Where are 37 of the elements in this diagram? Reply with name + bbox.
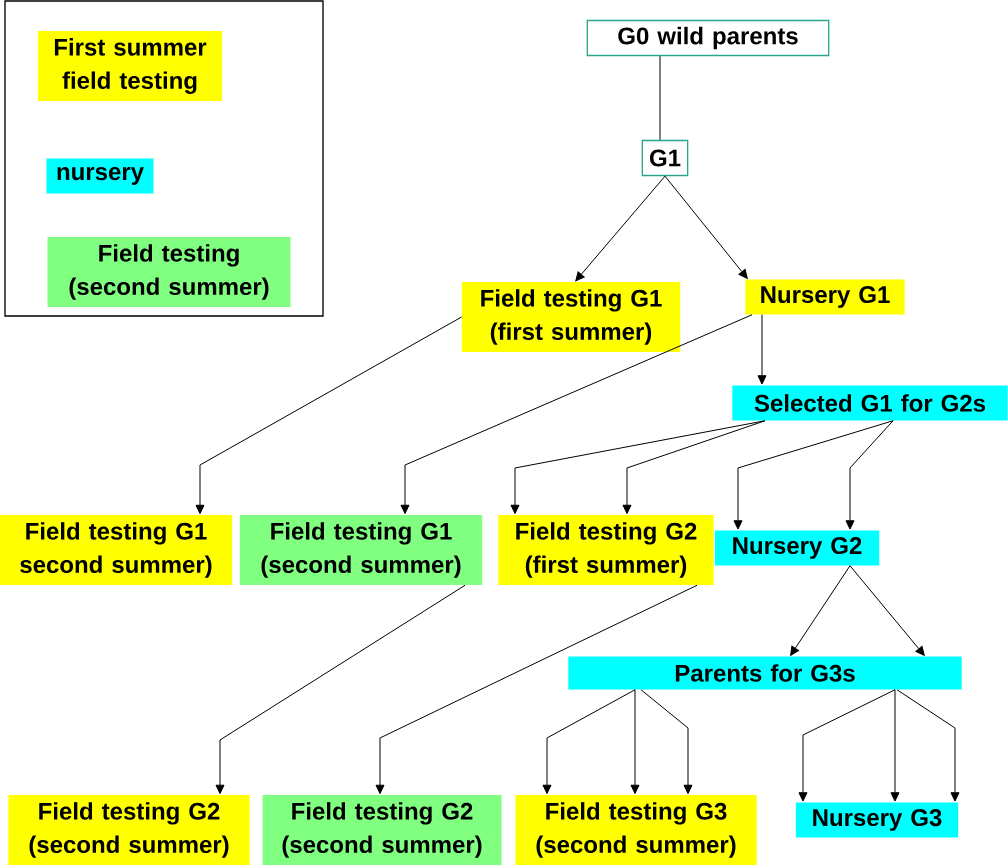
process-box: Nursery G1: [745, 279, 905, 315]
process-box: Nursery G3: [795, 802, 959, 838]
legend-item: First summer field testing: [38, 31, 222, 101]
process-box: Selected G1 for G2s: [732, 385, 1008, 421]
arrow: [664, 175, 748, 279]
arrow: [790, 565, 851, 656]
arrow: [757, 314, 767, 385]
arrow: [215, 584, 466, 795]
process-box: Field testing G2 (second summer): [8, 795, 250, 865]
arrow: [890, 689, 900, 802]
arrow: [622, 420, 766, 515]
arrow: [845, 420, 894, 530]
process-box: Field testing G2 (first summer): [498, 515, 714, 585]
arrow: [798, 689, 896, 802]
arrow: [510, 420, 766, 515]
arrow: [849, 565, 925, 656]
process-box: Field testing G1 second summer): [0, 515, 233, 585]
process-box: Field testing G1 (first summer): [461, 282, 681, 352]
process-box: Field testing G3 (second summer): [515, 795, 757, 865]
arrow: [733, 420, 894, 530]
legend-item: nursery: [46, 158, 154, 194]
process-box: Field testing G2 (second summer): [262, 795, 502, 865]
process-box: Field testing G1 (second summer): [239, 515, 483, 585]
arrow: [575, 175, 666, 282]
connector-line: [659, 55, 661, 141]
arrow: [195, 316, 463, 515]
arrow: [400, 314, 753, 515]
arrow: [375, 584, 698, 795]
process-box: G0 wild parents: [586, 19, 830, 57]
process-box: G1: [641, 139, 689, 177]
arrow: [542, 689, 636, 795]
legend-item: Field testing (second summer): [47, 237, 291, 307]
arrow: [640, 689, 693, 795]
process-box: Parents for G3s: [568, 656, 962, 690]
arrow: [896, 689, 960, 802]
arrow: [630, 689, 640, 795]
process-box: Nursery G2: [714, 530, 880, 566]
